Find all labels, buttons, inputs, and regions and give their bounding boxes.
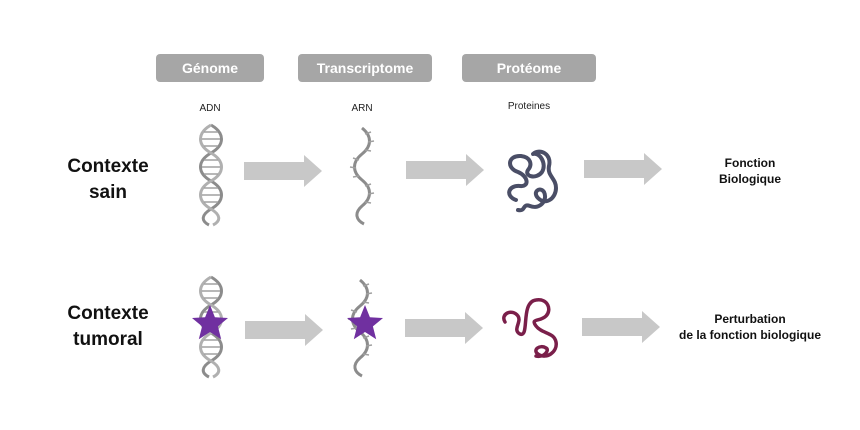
outcome-tumoral: Perturbation de la fonction biologique bbox=[679, 312, 821, 342]
header-transcriptome: Transcriptome bbox=[298, 54, 432, 82]
mutation-star-icon bbox=[347, 305, 383, 340]
arrow-icon bbox=[244, 155, 322, 187]
arrow-icon bbox=[406, 154, 484, 186]
arrow-icon bbox=[582, 311, 660, 343]
arrow-icon bbox=[245, 314, 323, 346]
outcome-healthy: Fonction Biologique bbox=[719, 156, 781, 186]
row-label-healthy: Contexte sain bbox=[67, 156, 149, 203]
header-genome: Génome bbox=[156, 54, 264, 82]
mutation-star-icon bbox=[192, 305, 228, 340]
label-dna: ADN bbox=[199, 103, 221, 114]
protein-misfolded-icon bbox=[502, 298, 558, 359]
rna-strand-icon bbox=[348, 126, 376, 226]
label-proteins: Proteines bbox=[507, 101, 551, 112]
row-label-tumoral: Contexte tumoral bbox=[67, 303, 149, 350]
arrow-icon bbox=[405, 312, 483, 344]
protein-folded-icon bbox=[507, 149, 558, 213]
arrow-icon bbox=[584, 153, 662, 185]
dna-helix-icon bbox=[199, 123, 223, 227]
label-rna: ARN bbox=[351, 103, 373, 114]
header-proteome: Protéome bbox=[462, 54, 596, 82]
